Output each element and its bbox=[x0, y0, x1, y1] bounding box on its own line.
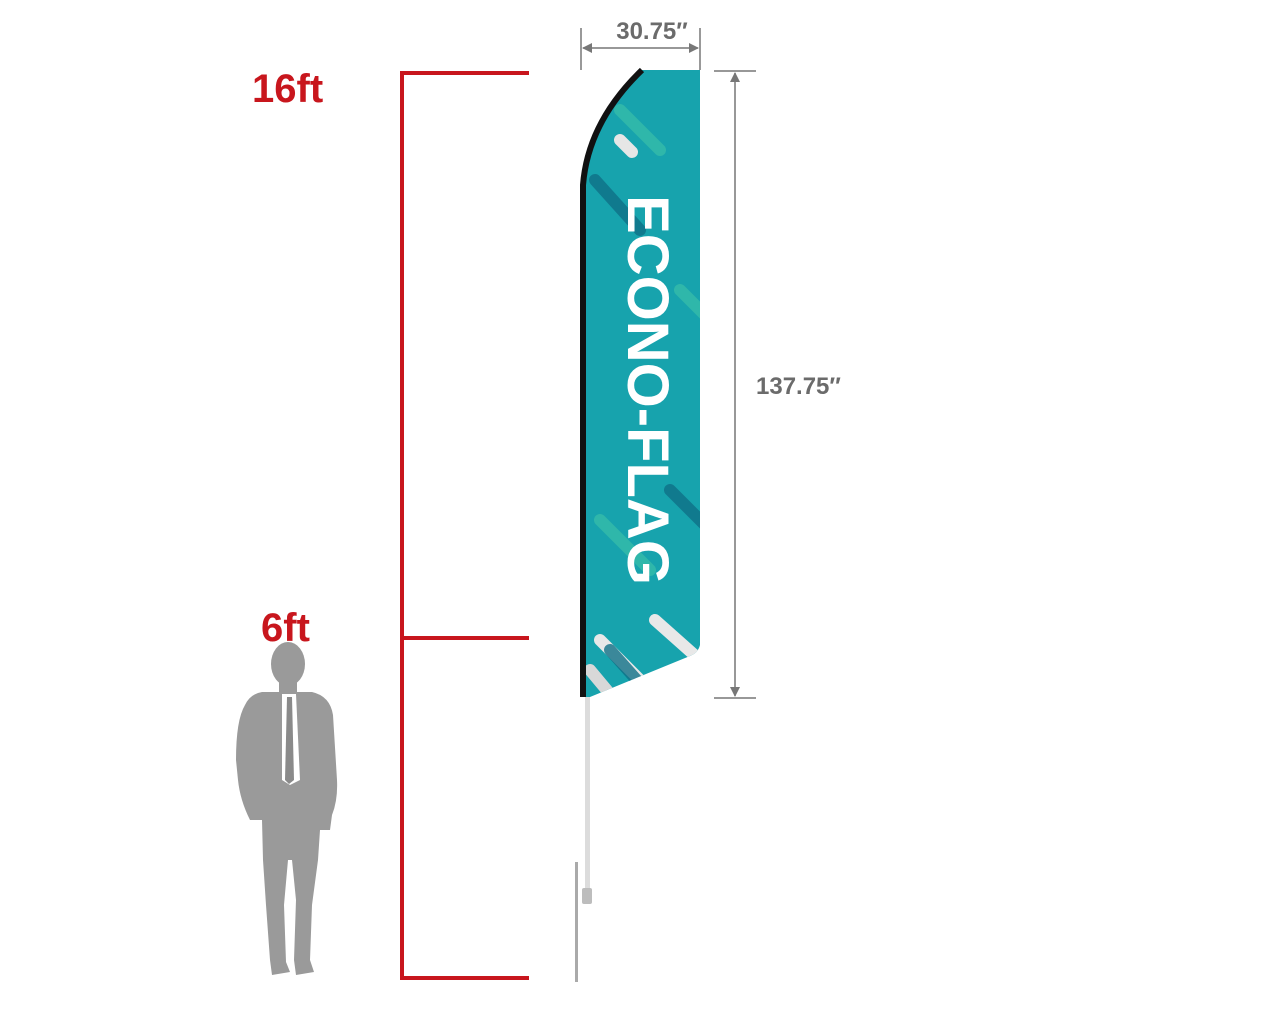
person-silhouette-icon bbox=[236, 642, 338, 975]
width-dimension bbox=[580, 28, 701, 70]
height-dimension bbox=[714, 70, 756, 699]
flag-pole bbox=[575, 695, 592, 982]
height-label: 137.75″ bbox=[756, 373, 841, 400]
width-label: 30.75″ bbox=[616, 18, 688, 45]
scale-16ft-label: 16ft bbox=[252, 67, 323, 111]
flag-banner: ECONO-FLAG bbox=[580, 67, 700, 697]
flag-text: ECONO-FLAG bbox=[615, 195, 680, 585]
height-scale-bracket bbox=[400, 71, 529, 980]
